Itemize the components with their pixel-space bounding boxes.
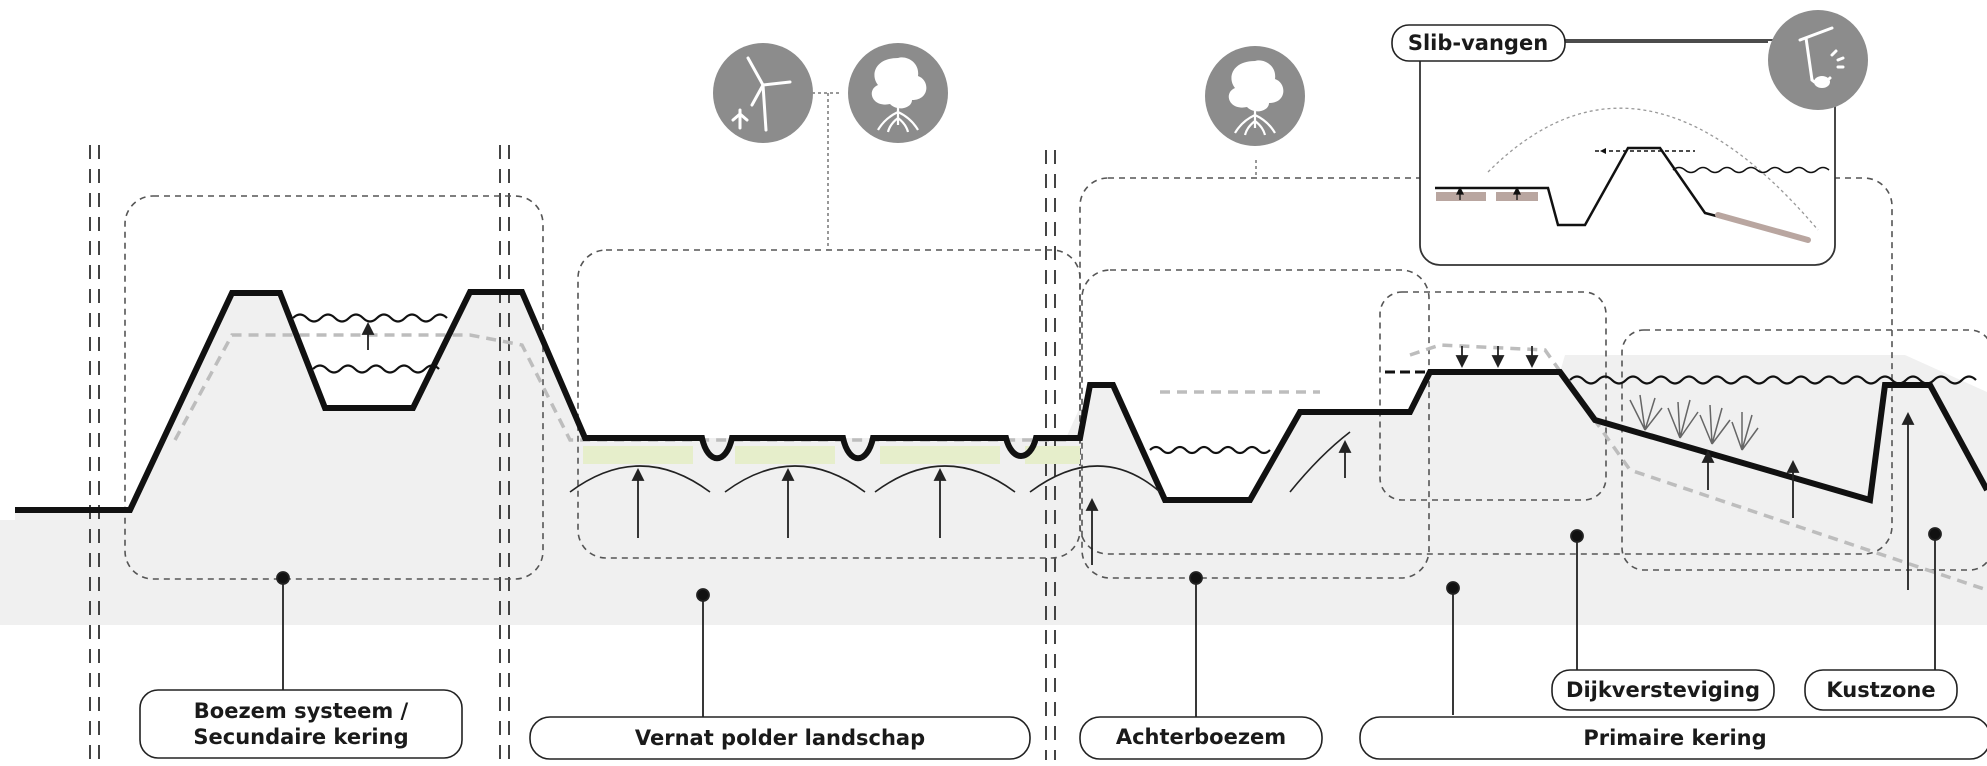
upward-arrows bbox=[361, 321, 1915, 590]
wind-turbine-icon bbox=[713, 43, 813, 143]
vegetation-bands bbox=[583, 446, 1080, 464]
zone-box-dijk bbox=[1379, 291, 1607, 501]
zone-box-kust bbox=[1621, 329, 1987, 571]
label-boxes bbox=[139, 24, 1987, 760]
label-box-dijkversteviging bbox=[1551, 669, 1775, 711]
reed-plants bbox=[1629, 394, 1759, 451]
slib-inset-box bbox=[1419, 39, 1836, 266]
downward-arrows bbox=[1455, 346, 1539, 369]
sediment-scoop-icon bbox=[1768, 10, 1868, 110]
icon-connectors bbox=[812, 92, 1257, 250]
label-box-kustzone bbox=[1804, 669, 1958, 711]
zone-box-polder bbox=[577, 249, 1081, 559]
label-vernat: Vernat polder landschap bbox=[635, 726, 925, 750]
water-lines bbox=[292, 313, 1977, 455]
leader-lines bbox=[276, 527, 1942, 717]
label-dijkversteviging: Dijkversteviging bbox=[1566, 678, 1760, 702]
profile-line bbox=[15, 289, 1987, 513]
label-box-achterboezem bbox=[1079, 716, 1323, 760]
zone-box-boezem bbox=[124, 195, 544, 580]
mangrove-tree-icon bbox=[1205, 46, 1305, 146]
label-box-boezem bbox=[139, 689, 463, 759]
label-kustzone: Kustzone bbox=[1826, 678, 1935, 702]
label-slib: Slib-vangen bbox=[1408, 31, 1548, 55]
label-box-slib bbox=[1391, 24, 1566, 62]
label-box-primaire bbox=[1359, 716, 1987, 760]
label-boezem-line2: Secundaire kering bbox=[193, 725, 408, 749]
separator-lines bbox=[89, 145, 1056, 760]
label-primaire: Primaire kering bbox=[1583, 726, 1766, 750]
ground-fill bbox=[15, 292, 1987, 625]
slib-inset bbox=[1419, 39, 1836, 266]
label-box-vernat bbox=[529, 716, 1031, 760]
seepage-arcs bbox=[569, 431, 1351, 493]
label-achterboezem: Achterboezem bbox=[1116, 725, 1286, 749]
mangrove-tree-icon bbox=[848, 43, 948, 143]
label-boezem-line1: Boezem systeem / bbox=[194, 699, 409, 723]
